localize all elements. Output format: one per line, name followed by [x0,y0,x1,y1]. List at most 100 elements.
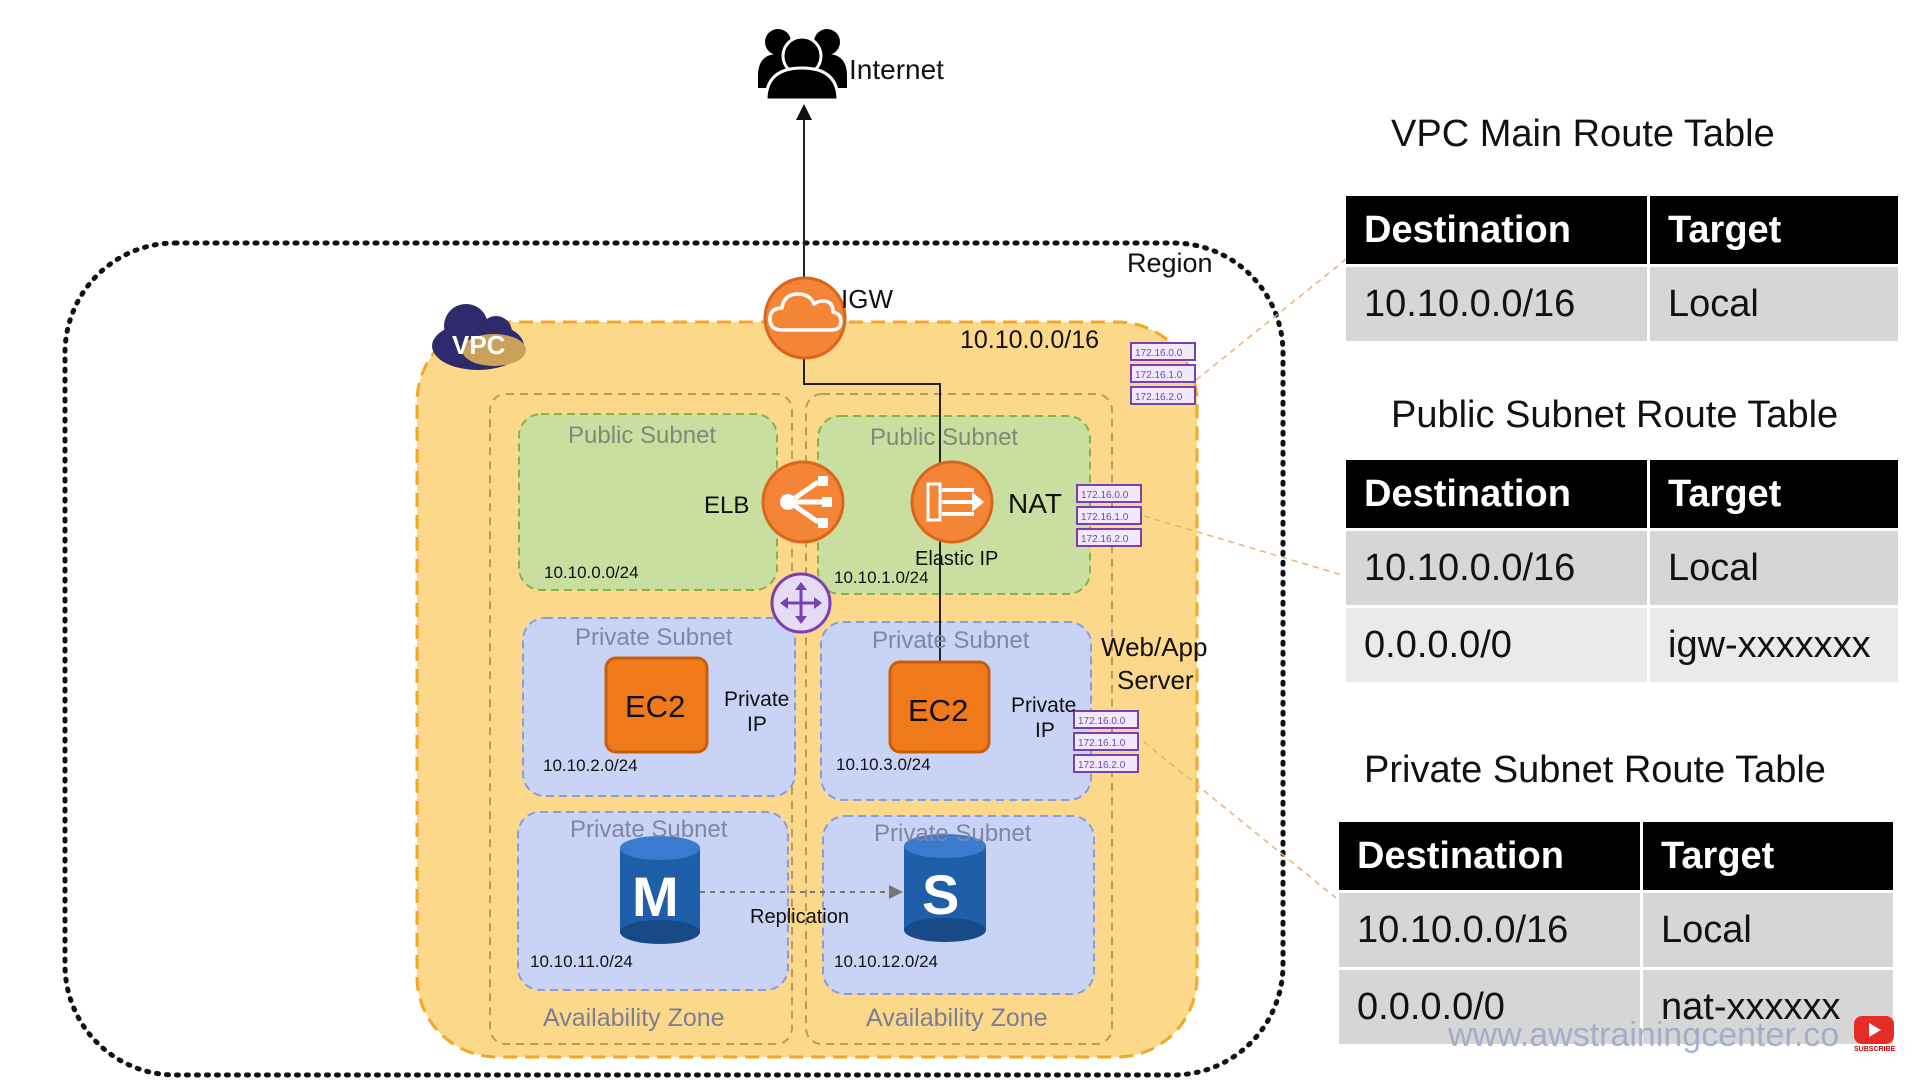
ec2-instance-left [604,656,709,754]
ec2-instance-right [888,660,991,754]
web-app-label-line1: Web/App [1101,632,1208,662]
cell-destination: 10.10.0.0/16 [1339,893,1640,967]
db-slave-letter: S [922,863,960,926]
database-icon [904,834,986,942]
private-subnet-db-left-title: Private Subnet [570,816,728,843]
ec2-right-label: EC2 [908,693,969,728]
elb-label: ELB [704,492,750,519]
header-target: Target [1650,460,1898,528]
private-ip-right-line2: IP [1035,719,1055,742]
cell-target: nat-xxxxxx [1643,970,1893,1044]
vpc-cloud-icon [432,304,526,370]
private-subnet-app-right-title: Private Subnet [872,627,1030,654]
private-ip-left-line1: Private [724,688,790,711]
db-master-letter: M [632,865,679,928]
public-subnet-left-cidr: 10.10.0.0/24 [544,563,639,582]
private-subnet-app-right-cidr: 10.10.3.0/24 [836,755,931,774]
header-target: Target [1643,822,1893,890]
private-subnet-app-left-title: Private Subnet [575,624,733,651]
elastic-ip-label: Elastic IP [915,548,999,570]
private-subnet-app-left-cidr: 10.10.2.0/24 [543,756,638,775]
availability-zone-right-label: Availability Zone [866,1004,1048,1032]
connector-private-table [1143,741,1337,899]
public-subnet-right-title: Public Subnet [870,424,1019,451]
eni-box [1130,364,1196,383]
table-header-row: Destination Target [1346,196,1898,264]
availability-zone-left-label: Availability Zone [543,1004,725,1032]
eni-box [1073,754,1139,773]
table-row: 10.10.0.0/16 Local [1346,267,1898,341]
region-boundary [62,240,1286,1078]
eni-layer: 172.16.0.0 172.16.1.0 172.16.2.0 172.16.0.0… [1073,342,1196,773]
eni-box [1076,528,1142,547]
replication-label: Replication [750,906,849,928]
youtube-play-icon[interactable]: SUBSCRIBE [1854,1016,1896,1056]
cell-target: Local [1650,531,1898,605]
eni-label: 172.16.0.0 [1135,348,1183,359]
eni-label: 172.16.2.0 [1078,760,1126,771]
load-balancer-icon [761,460,845,544]
cell-destination: 10.10.0.0/16 [1346,531,1647,605]
users-group-icon [758,29,847,102]
route-arrowhead [796,104,812,120]
eni-box [1073,732,1139,751]
eni-label: 172.16.1.0 [1078,738,1126,749]
nat-gateway-icon [910,460,994,544]
vpc-badge: VPC [452,330,506,360]
eni-label: 172.16.1.0 [1135,370,1183,381]
table-row: 0.0.0.0/0 nat-xxxxxx [1339,970,1893,1044]
public-route-table-title: Public Subnet Route Table [1391,394,1839,436]
ec2-left-label: EC2 [625,689,686,724]
nat-label: NAT [1008,488,1062,519]
table-row: 10.10.0.0/16 Local [1339,893,1893,967]
header-destination: Destination [1339,822,1640,890]
header-destination: Destination [1346,196,1647,264]
router-icon [770,572,832,634]
cell-target: Local [1643,893,1893,967]
table-row: 10.10.0.0/16 Local [1346,531,1898,605]
header-destination: Destination [1346,460,1647,528]
private-ip-left-line2: IP [747,713,767,736]
table-header-row: Destination Target [1346,460,1898,528]
private-ip-right-line1: Private [1011,694,1077,717]
table-row: 0.0.0.0/0 igw-xxxxxxx [1346,608,1898,682]
cell-destination: 0.0.0.0/0 [1346,608,1647,682]
eni-label: 172.16.1.0 [1081,512,1129,523]
replication-arrowhead [889,885,903,899]
eni-box [1130,386,1196,405]
eni-box [1076,506,1142,525]
table-header-row: Destination Target [1339,822,1893,890]
connector-main-table [1195,239,1371,381]
igw-label: IGW [841,284,893,314]
connector-public-table [1143,515,1343,576]
watermark-url: www.awstrainingcenter.co [1448,1016,1840,1054]
private-subnet-db-right-cidr: 10.10.12.0/24 [834,952,938,971]
eni-label: 172.16.0.0 [1078,716,1126,727]
eni-label: 172.16.2.0 [1135,392,1183,403]
public-subnet-left-title: Public Subnet [568,422,717,449]
private-subnet-db-right-title: Private Subnet [874,820,1032,847]
cloud-gateway-icon [763,276,847,360]
eni-box [1130,342,1196,361]
internet-label: Internet [849,54,944,85]
private-route-table: Destination Target 10.10.0.0/16 Local 0.… [1336,819,1896,1047]
eni-label: 172.16.0.0 [1081,490,1129,501]
database-icon [620,836,700,944]
vpc-cidr: 10.10.0.0/16 [960,326,1100,354]
youtube-subscribe-text: SUBSCRIBE [1854,1046,1896,1053]
cell-destination: 0.0.0.0/0 [1339,970,1640,1044]
public-route-table: Destination Target 10.10.0.0/16 Local 0.… [1343,457,1901,685]
eni-box [1073,710,1139,729]
cell-destination: 10.10.0.0/16 [1346,267,1647,341]
public-subnet-right-cidr: 10.10.1.0/24 [834,568,929,587]
cell-target: igw-xxxxxxx [1650,608,1898,682]
main-route-table: Destination Target 10.10.0.0/16 Local [1343,193,1901,344]
eni-box [1076,484,1142,503]
private-subnet-db-left-cidr: 10.10.11.0/24 [530,952,633,971]
region-label: Region [1127,248,1213,278]
web-app-label-line2: Server [1117,665,1194,695]
main-route-table-title: VPC Main Route Table [1391,113,1775,155]
private-route-table-title: Private Subnet Route Table [1364,749,1826,791]
cell-target: Local [1650,267,1898,341]
